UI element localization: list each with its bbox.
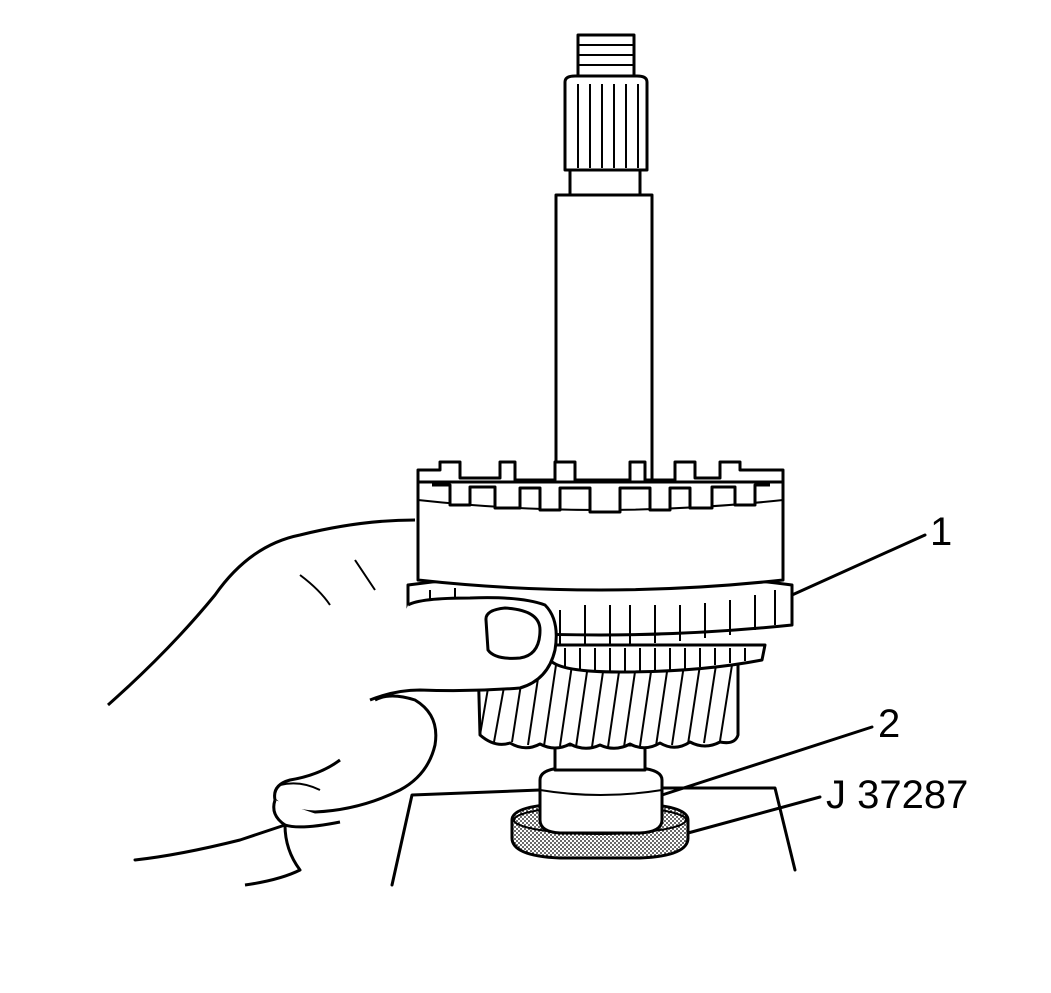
callout-j37287: J 37287: [826, 773, 969, 817]
leader-lines: [660, 533, 927, 835]
clutch-teeth-ring: [548, 643, 767, 674]
callout-1: 1: [930, 510, 953, 554]
hand: [107, 518, 558, 887]
bearing-2: [538, 743, 664, 835]
output-shaft: [554, 33, 654, 482]
synchronizer-ring-1: [406, 460, 794, 645]
callout-2: 2: [878, 702, 901, 746]
support-block: [390, 786, 797, 887]
helical-gear: [476, 658, 740, 750]
